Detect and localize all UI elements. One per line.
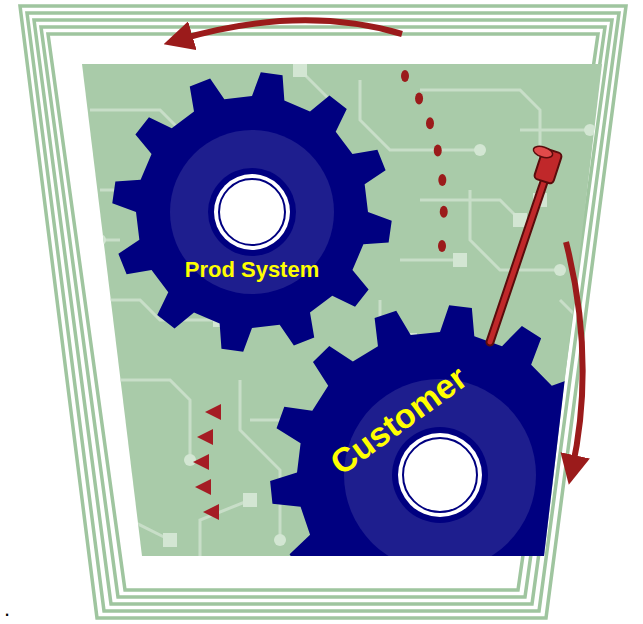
lever xyxy=(490,144,562,342)
dotted-trail xyxy=(401,70,448,252)
triangle-marks xyxy=(193,404,221,520)
curved-arrow xyxy=(566,242,583,470)
gear-node: Customer xyxy=(266,301,614,624)
bullet-mark: . xyxy=(4,598,10,620)
gear-shape xyxy=(266,301,614,624)
gear-label: Prod System xyxy=(185,259,320,281)
gear-node: Prod System xyxy=(108,68,396,356)
gear-shape xyxy=(108,68,396,356)
curved-arrow xyxy=(178,20,402,40)
